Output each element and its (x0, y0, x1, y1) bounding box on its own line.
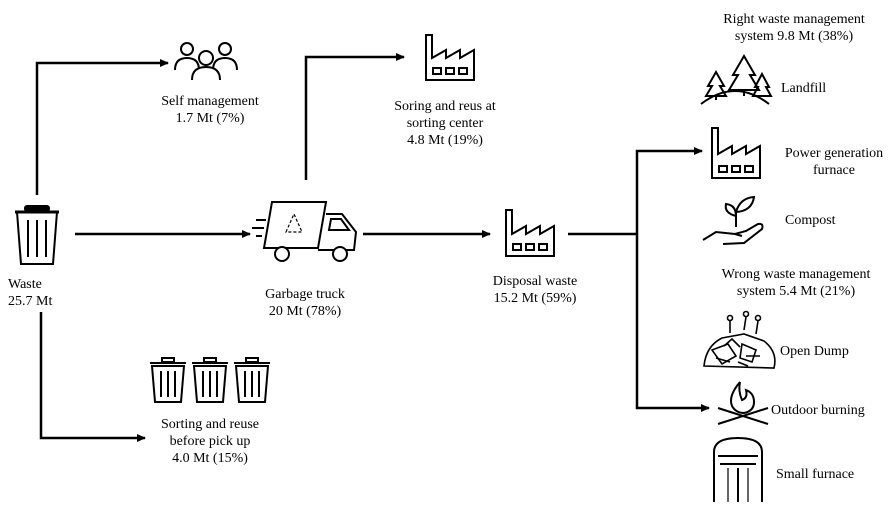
right-system-title: Right waste management system 9.8 Mt (38… (704, 11, 884, 45)
outdoor-burning-label: Outdoor burning (771, 403, 865, 418)
trash-bin-icon (15, 205, 59, 265)
wrong-system-title-line2: system 5.4 Mt (21%) (736, 284, 856, 299)
factory-icon (711, 127, 761, 179)
compost-label: Compost (785, 213, 836, 228)
waste-amount: 25.7 Mt (8, 294, 53, 309)
sorting-before-label: Sorting and reuse before pick up 4.0 Mt … (140, 416, 280, 467)
arrow-waste-to-sorting-before (39, 312, 146, 442)
disposal-amount: 15.2 Mt (59%) (493, 291, 577, 306)
disposal-name: Disposal waste (492, 274, 578, 289)
disposal-label: Disposal waste 15.2 Mt (59%) (470, 273, 600, 307)
sorting-center-line2: sorting center (406, 116, 484, 131)
open-dump-label: Open Dump (780, 344, 849, 359)
waste-label: Waste 25.7 Mt (8, 276, 60, 310)
garbage-pile-icon (703, 310, 776, 369)
arrow-truck-to-sorting-center (304, 53, 405, 180)
sorting-before-line1: Sorting and reuse (161, 417, 259, 432)
people-group-icon (174, 42, 238, 81)
sorting-center-line1: Soring and reus at (394, 99, 496, 114)
arrow-disposal-to-wrong-system (635, 234, 710, 412)
arrow-waste-to-self-management (35, 59, 169, 195)
garbage-truck-name: Garbage truck (265, 287, 345, 302)
self-management-name: Self management (161, 94, 259, 109)
power-generation-line2: furnace (813, 163, 855, 178)
sorting-before-amount: 4.0 Mt (15%) (172, 451, 248, 466)
campfire-icon (717, 381, 769, 425)
trees-mound-icon (700, 54, 773, 105)
hand-sprout-icon (702, 195, 764, 245)
sorting-before-line2: before pick up (169, 434, 251, 449)
silo-furnace-icon (713, 436, 763, 502)
sorting-center-label: Soring and reus at sorting center 4.8 Mt… (375, 98, 515, 149)
small-furnace-label: Small furnace (776, 467, 855, 482)
factory-icon (425, 34, 475, 81)
right-system-title-line2: system 9.8 Mt (38%) (734, 29, 854, 44)
three-bins-icon (150, 357, 270, 403)
self-management-label: Self management 1.7 Mt (7%) (140, 93, 280, 127)
right-system-title-line1: Right waste management (723, 12, 865, 27)
landfill-label: Landfill (781, 81, 827, 96)
sorting-center-amount: 4.8 Mt (19%) (407, 133, 483, 148)
recycling-truck-icon (252, 201, 358, 262)
garbage-truck-label: Garbage truck 20 Mt (78%) (250, 286, 360, 320)
garbage-truck-amount: 20 Mt (78%) (268, 304, 342, 319)
power-generation-label: Power generation furnace (774, 145, 894, 179)
waste-name: Waste (8, 277, 42, 292)
wrong-system-title-line1: Wrong waste management (721, 267, 871, 282)
arrow-disposal-to-right-system (635, 147, 703, 234)
factory-icon (505, 209, 555, 257)
wrong-system-title: Wrong waste management system 5.4 Mt (21… (704, 266, 888, 300)
power-generation-line1: Power generation (784, 146, 884, 161)
self-management-amount: 1.7 Mt (7%) (175, 111, 245, 126)
